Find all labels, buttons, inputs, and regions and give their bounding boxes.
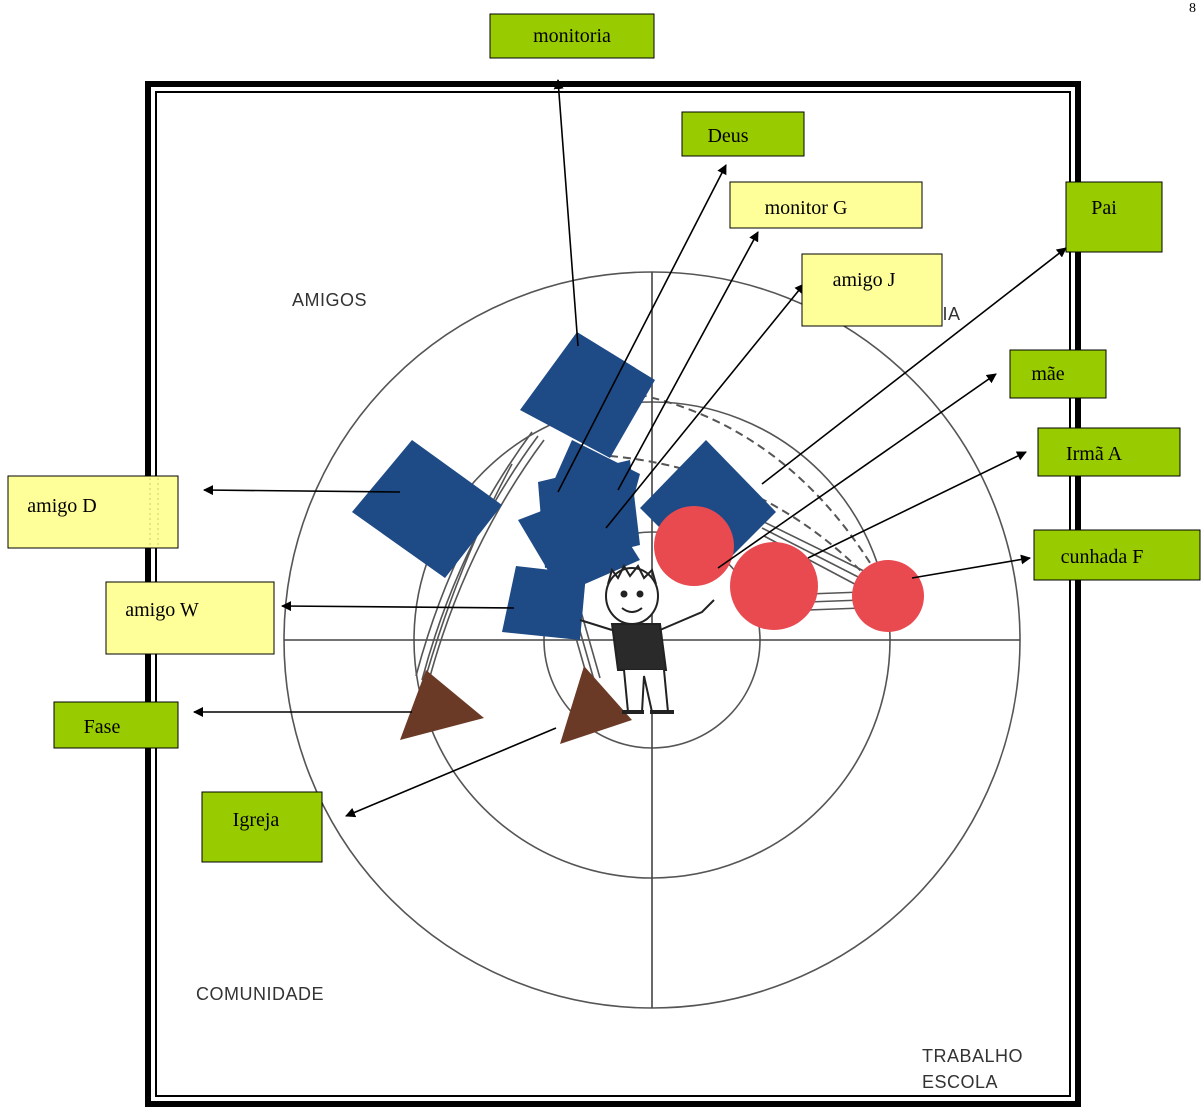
- label-monitoria-box: monitoria: [489, 13, 655, 59]
- label-amigo-d: amigo D: [27, 495, 96, 517]
- arrow-monitor-g: [617, 231, 759, 491]
- family-circles: [654, 506, 924, 632]
- sector-escola: ESCOLA: [922, 1072, 998, 1092]
- square-monitoria: [520, 332, 655, 458]
- label-amigo-j: amigo J: [833, 269, 896, 291]
- square-monitor-g: [518, 490, 640, 594]
- label-igreja-box: Igreja: [201, 791, 323, 863]
- arrow-amigo-w: [281, 601, 515, 612]
- arrow-mae: [717, 373, 997, 569]
- square-amigo-w: [502, 566, 586, 640]
- label-mae-box: mãe: [1009, 349, 1107, 399]
- label-fase-box: Fase: [53, 701, 179, 749]
- triangle-fase: [400, 670, 484, 740]
- label-cunhada-f: cunhada F: [1061, 546, 1144, 568]
- label-irma-a-box: Irmã A: [1037, 427, 1181, 477]
- sector-comunidade: COMUNIDADE: [196, 984, 324, 1004]
- sector-amigos: AMIGOS: [292, 290, 367, 310]
- label-deus-box: Deus: [681, 111, 805, 157]
- arrow-pai: [761, 247, 1067, 485]
- arrow-irma-a: [807, 451, 1027, 559]
- label-irma-a: Irmã A: [1066, 443, 1123, 465]
- circle-mae: [654, 506, 734, 586]
- label-fase: Fase: [84, 716, 121, 738]
- label-amigo-j-box: amigo J: [801, 253, 943, 327]
- circle-cunhada-f: [852, 560, 924, 632]
- arrow-deus: [557, 164, 727, 493]
- label-igreja: Igreja: [233, 809, 280, 831]
- label-amigo-w-box: amigo W: [105, 581, 275, 655]
- label-monitor-g: monitor G: [765, 197, 848, 219]
- triangle-igreja: [560, 666, 632, 744]
- page-number: 8: [1189, 1, 1196, 16]
- friend-squares: [352, 332, 776, 640]
- child-figure-icon: [579, 563, 715, 714]
- label-monitoria: monitoria: [533, 25, 611, 47]
- label-amigo-d-box: amigo D: [7, 475, 179, 549]
- arrow-cunhada-f: [911, 554, 1031, 579]
- label-cunhada-f-box: cunhada F: [1033, 529, 1201, 581]
- label-deus: Deus: [707, 125, 748, 147]
- label-pai-box: Pai: [1065, 181, 1163, 253]
- label-pai: Pai: [1091, 197, 1117, 219]
- arrow-amigo-d: [203, 485, 401, 496]
- label-monitor-g-box: monitor G: [729, 181, 923, 229]
- arrow-amigo-j: [605, 283, 805, 529]
- community-triangles: [400, 666, 632, 744]
- label-mae: mãe: [1031, 363, 1064, 385]
- label-amigo-w: amigo W: [125, 599, 199, 621]
- arrow-monitoria: [553, 79, 579, 347]
- square-amigo-d: [352, 440, 502, 578]
- sector-trabalho: TRABALHO: [922, 1046, 1023, 1066]
- arrow-igreja: [345, 727, 557, 818]
- pointer-arrows: [193, 79, 1067, 818]
- circle-irma-a: [730, 542, 818, 630]
